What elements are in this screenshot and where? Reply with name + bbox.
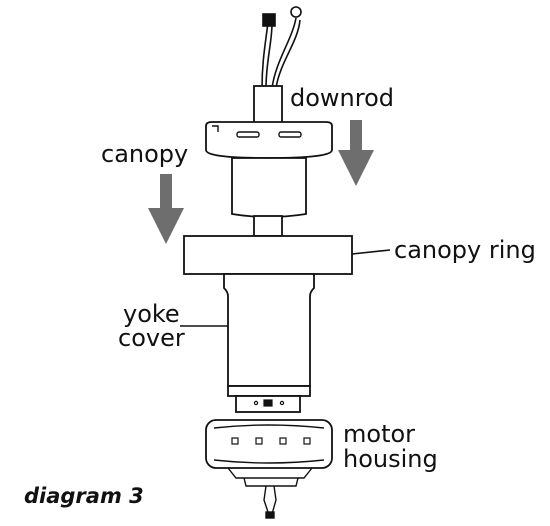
yoke-cover-label-line2: cover <box>118 324 185 352</box>
motor-mounts <box>231 437 311 445</box>
canopy-ring-label: canopy ring <box>394 236 536 264</box>
switch-icon <box>253 399 285 407</box>
canopy-top <box>205 121 333 159</box>
canopy-ring <box>183 235 353 275</box>
canopy <box>231 157 307 218</box>
yoke-cover-label-line1: yoke <box>123 300 180 328</box>
canopy-arrow <box>148 174 184 244</box>
motor-housing <box>205 419 333 469</box>
yoke-cover <box>223 273 315 387</box>
downrod-arrow <box>338 120 374 186</box>
bottom-hardware <box>227 467 313 519</box>
downrod-label: downrod <box>290 84 395 112</box>
canopy-label: canopy <box>101 140 189 168</box>
canopy-ring-leader <box>351 249 391 255</box>
lead-wires <box>261 6 302 89</box>
yoke-cover-label: yoke cover <box>118 302 185 350</box>
diagram-caption: diagram 3 <box>24 484 144 508</box>
motor-housing-label-line2: housing <box>343 445 438 473</box>
canopy-slots <box>212 125 302 138</box>
motor-housing-label: motor housing <box>343 422 438 472</box>
downrod-lower <box>253 215 283 237</box>
downrod <box>253 85 283 125</box>
motor-housing-label-line1: motor <box>343 420 416 448</box>
yoke-cover-band <box>227 385 311 397</box>
